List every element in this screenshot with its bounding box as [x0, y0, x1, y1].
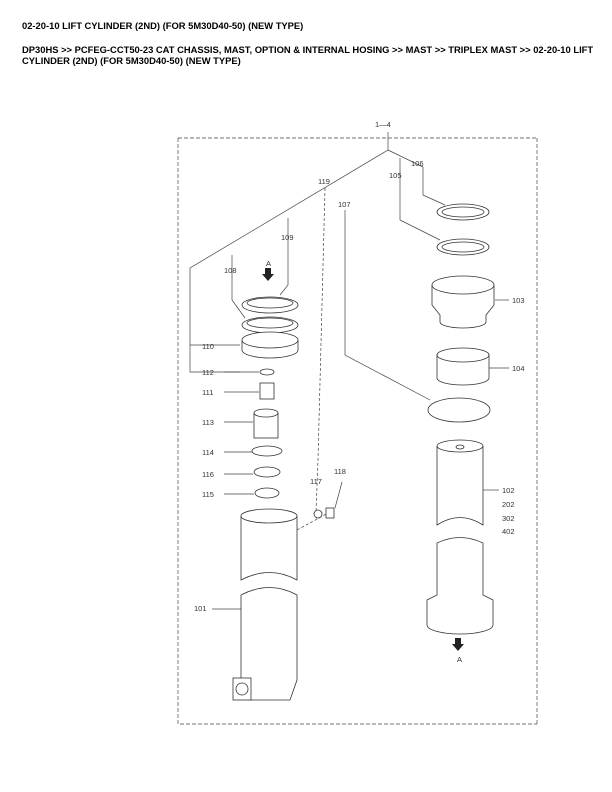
label-109: 109 [281, 233, 294, 242]
breadcrumb: DP30HS >> PCFEG-CCT50-23 CAT CHASSIS, MA… [22, 44, 594, 66]
label-106: 106 [411, 159, 424, 168]
label-302: 302 [502, 514, 515, 523]
assembly-border [177, 137, 537, 725]
arrow-down-icon [452, 638, 464, 651]
label-115: 115 [202, 490, 214, 499]
label-113: 113 [202, 418, 214, 427]
arrow-down-icon [262, 268, 274, 281]
label-117: 117 [310, 477, 322, 486]
label-114: 114 [202, 448, 214, 457]
page-title: 02-20-10 LIFT CYLINDER (2ND) (FOR 5M30D4… [22, 20, 304, 31]
label-110: 110 [202, 342, 214, 351]
label-103: 103 [512, 296, 525, 305]
label-101: 101 [194, 604, 207, 613]
label-assembly: 1—4 [375, 120, 391, 129]
label-108: 108 [224, 266, 237, 275]
label-105: 105 [389, 171, 402, 180]
label-119: 119 [318, 177, 330, 186]
view-marker-a: A [457, 655, 462, 664]
label-112: 112 [202, 368, 214, 377]
label-104: 104 [512, 364, 525, 373]
label-107: 107 [338, 200, 351, 209]
label-202: 202 [502, 500, 515, 509]
label-118: 118 [334, 467, 346, 476]
label-102: 102 [502, 486, 515, 495]
label-116: 116 [202, 470, 214, 479]
label-111: 111 [202, 388, 213, 397]
view-marker-a: A [266, 259, 271, 268]
label-402: 402 [502, 527, 515, 536]
